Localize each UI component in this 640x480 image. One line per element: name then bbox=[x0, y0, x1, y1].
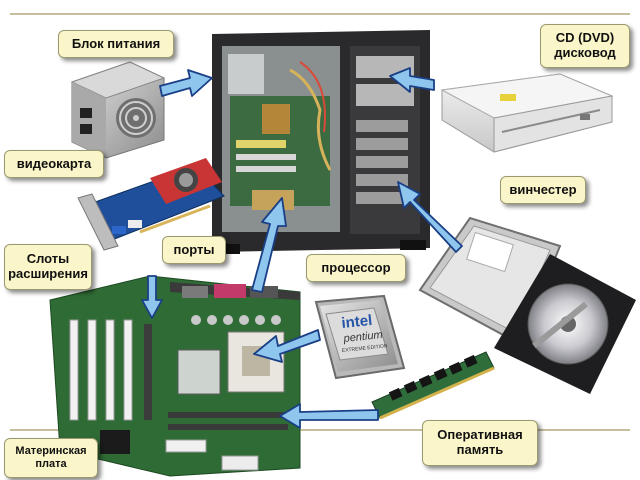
arrow-ram bbox=[279, 403, 379, 429]
optical-drive-image bbox=[440, 73, 614, 153]
video-card-image bbox=[77, 158, 225, 251]
arrow-hard-drive bbox=[397, 181, 463, 253]
label-ports: порты bbox=[162, 236, 226, 264]
arrow-power-supply bbox=[159, 69, 213, 97]
label-ram: Оперативная память bbox=[422, 420, 538, 466]
motherboard-image bbox=[49, 275, 301, 477]
cpu-model-text: pentium bbox=[342, 329, 383, 345]
label-motherboard: Материнская плата bbox=[4, 438, 98, 478]
cpu-image: intel pentium EXTREME EDITION bbox=[314, 294, 406, 380]
label-hard-drive: винчестер bbox=[500, 176, 586, 204]
arrow-slots bbox=[141, 275, 163, 319]
arrow-optical-drive bbox=[389, 67, 435, 93]
label-processor: процессор bbox=[306, 254, 406, 282]
label-power-supply: Блок питания bbox=[58, 30, 174, 58]
power-supply-image bbox=[70, 61, 166, 159]
label-optical-drive: CD (DVD) дисковод bbox=[540, 24, 630, 68]
cpu-brand-text: intel bbox=[341, 312, 373, 332]
ram-module-image bbox=[371, 351, 495, 420]
hard-drive-image bbox=[418, 216, 636, 394]
arrows bbox=[141, 67, 463, 429]
label-expansion-slots: Слоты расширения bbox=[4, 244, 92, 290]
cpu-edition-text: EXTREME EDITION bbox=[342, 343, 389, 354]
system-unit-image bbox=[212, 30, 430, 254]
arrow-motherboard-to-case bbox=[251, 197, 287, 293]
label-video-card: видеокарта bbox=[4, 150, 104, 178]
arrow-processor bbox=[253, 329, 321, 363]
